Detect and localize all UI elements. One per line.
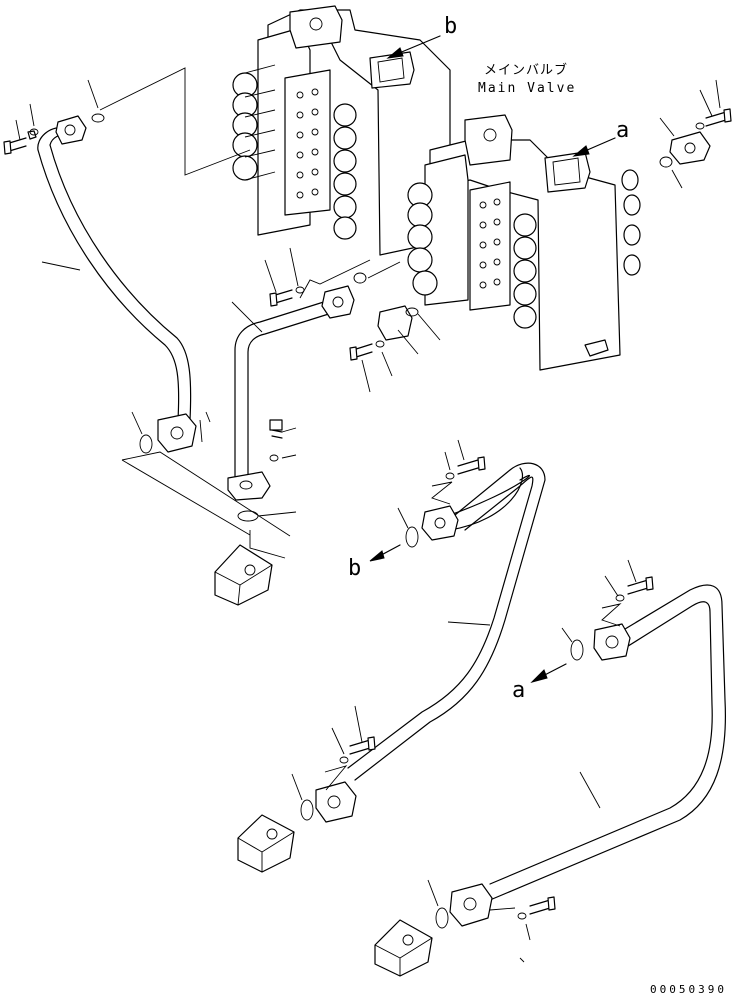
mounting-block-upper (214, 544, 273, 606)
o-ring-top-left (91, 113, 105, 123)
mounting-block-lower (374, 919, 433, 977)
main-valve-label-en: Main Valve (478, 81, 577, 96)
o-ring-left (139, 434, 153, 454)
ref-label-b: b (348, 556, 362, 581)
ref-label-a: a (512, 678, 526, 703)
mounting-block-middle (237, 814, 295, 873)
pipe-center-left (227, 285, 355, 501)
o-ring-center (353, 272, 367, 284)
o-ring-right (570, 639, 584, 661)
bolts-top-left (3, 103, 39, 155)
drawing-number: 00050390 (650, 983, 727, 996)
o-ring-right-bottom (435, 907, 449, 929)
main-valve-label-jp: メインバルブ (484, 63, 569, 78)
o-ring-top-right (659, 156, 673, 168)
pipe-middle (315, 462, 546, 823)
bolts-middle-bottom (324, 705, 376, 791)
bolts-middle-top (431, 439, 486, 505)
cover-plate (377, 305, 413, 341)
bolts-right-bottom (489, 896, 556, 941)
pipe-right (449, 584, 727, 927)
ref-label-b-top: b (444, 14, 458, 39)
main-valve-right (407, 114, 641, 371)
bolts-center (264, 247, 393, 462)
o-ring-middle (405, 526, 419, 548)
bolts-right-top (601, 559, 654, 627)
ref-label-a-top: a (616, 118, 630, 143)
pipe-top-left (37, 115, 197, 453)
main-valve-left (232, 5, 451, 256)
o-ring-middle-bottom (300, 799, 314, 821)
bolts-top-right (659, 79, 732, 165)
o-ring-block (237, 510, 259, 522)
